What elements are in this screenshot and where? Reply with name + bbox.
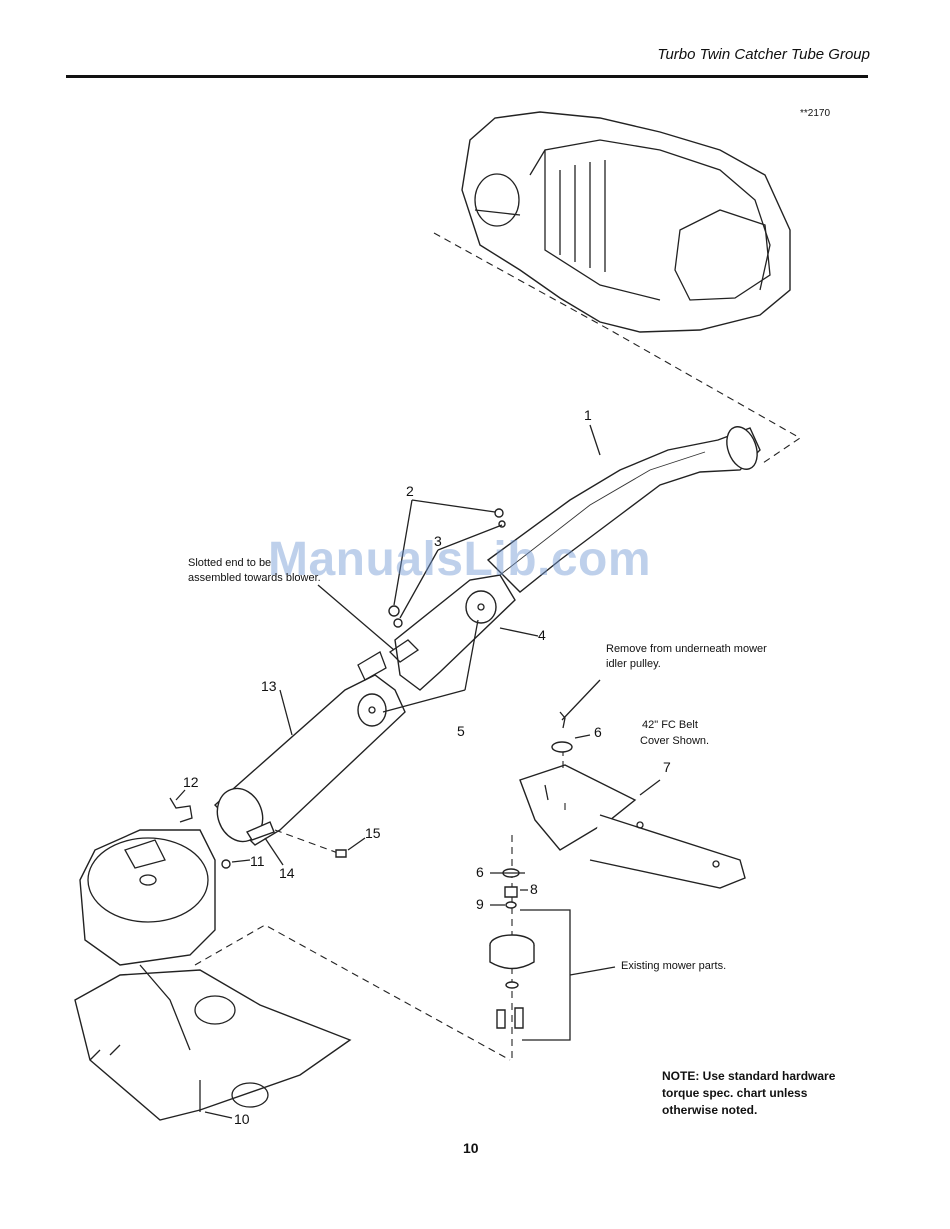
callout-13: 13	[261, 679, 277, 693]
note-belt-line1: 42" FC Belt	[642, 718, 698, 733]
catcher-tube-part-4	[390, 575, 538, 690]
pulley-stack	[490, 835, 615, 1060]
washer-part-6-top	[552, 680, 600, 752]
callout-6-bottom: 6	[476, 865, 484, 879]
callout-3: 3	[434, 534, 442, 548]
watermark: ManualsLib.com	[268, 532, 651, 587]
note-remove-line2: idler pulley.	[606, 657, 661, 672]
callout-6-top: 6	[594, 725, 602, 739]
note-slotted-line1: Slotted end to be	[188, 556, 271, 571]
note-belt-line2: Cover Shown.	[640, 734, 709, 749]
callout-7: 7	[663, 760, 671, 774]
callout-1: 1	[584, 408, 592, 422]
callout-15: 15	[365, 826, 381, 840]
note-existing-parts: Existing mower parts.	[621, 959, 726, 974]
callout-2: 2	[406, 484, 414, 498]
callout-14: 14	[279, 866, 295, 880]
torque-note-line1: NOTE: Use standard hardware	[662, 1068, 882, 1085]
callout-11: 11	[250, 854, 265, 868]
callout-4: 4	[538, 628, 546, 642]
torque-note-line3: otherwise noted.	[662, 1102, 882, 1119]
callout-9: 9	[476, 897, 484, 911]
mower-hood-illustration	[434, 112, 800, 465]
callout-5: 5	[457, 724, 465, 738]
torque-note: NOTE: Use standard hardware torque spec.…	[662, 1068, 882, 1119]
catcher-tube-part-13	[210, 652, 405, 848]
note-remove-line1: Remove from underneath mower	[606, 642, 767, 657]
callout-8: 8	[530, 882, 538, 896]
page-number: 10	[463, 1140, 479, 1156]
note-slotted-line2: assembled towards blower.	[188, 571, 321, 586]
callout-10: 10	[234, 1112, 250, 1126]
belt-cover-part-7	[520, 742, 745, 888]
torque-note-line2: torque spec. chart unless	[662, 1085, 882, 1102]
blower-housing-illustration	[75, 790, 510, 1120]
callout-12: 12	[183, 775, 199, 789]
